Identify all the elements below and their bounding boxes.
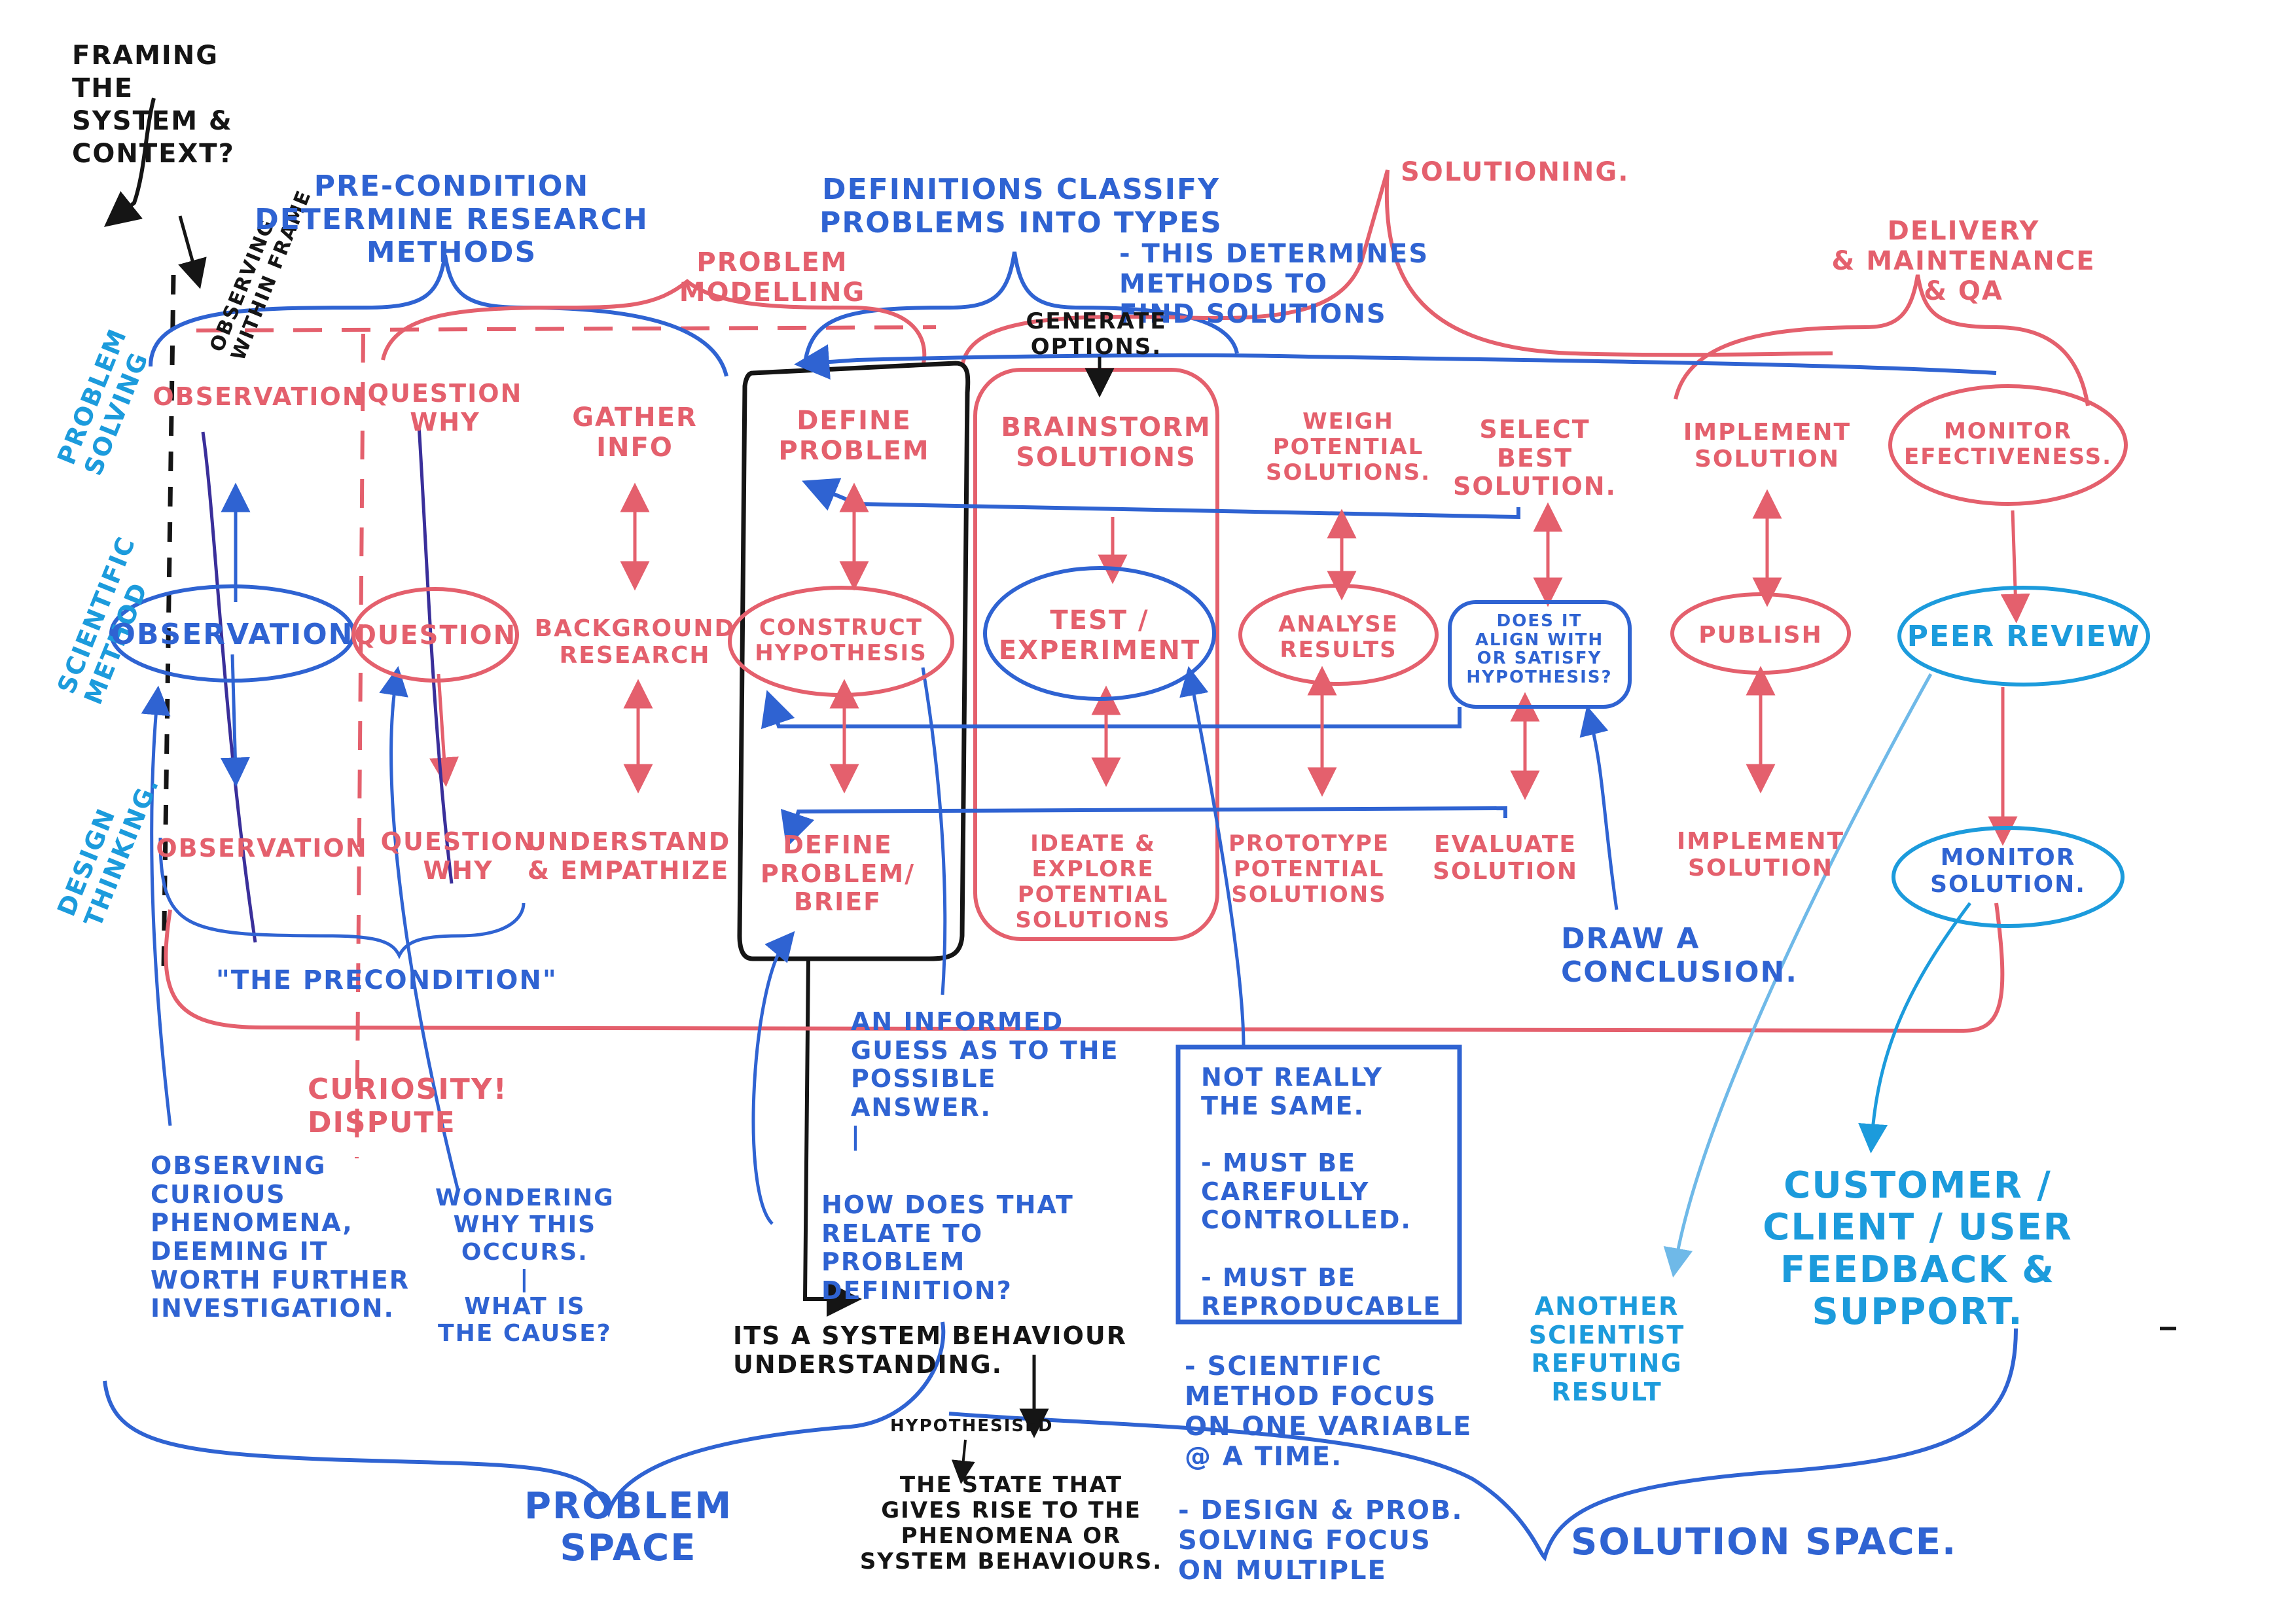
- header-determines: - THIS DETERMINES METHODS TO FIND SOLUTI…: [1119, 239, 1429, 329]
- ps-brainstorm-solutions: BRAINSTORM SOLUTIONS: [1001, 412, 1211, 473]
- wondering-why-note: WONDERING WHY THIS OCCURS. | WHAT IS THE…: [435, 1185, 615, 1347]
- brace-delivery: [1674, 274, 2090, 406]
- align-box: [1448, 600, 1632, 709]
- brace-definitions: [803, 251, 1239, 364]
- align-to-hypothesis-line: [761, 690, 1462, 730]
- framing-dashed-line: [161, 274, 176, 969]
- not-same-box: [1175, 1044, 1462, 1325]
- sm-construct-hypothesis: CONSTRUCT HYPOTHESIS: [755, 615, 927, 667]
- conclusion-to-align-curve: [1579, 705, 1619, 910]
- framing-note: FRAMING THE SYSTEM & CONTEXT?: [72, 41, 235, 169]
- question-to-note-curve: [379, 666, 460, 1192]
- sm-publish: PUBLISH: [1698, 622, 1823, 649]
- curiosity-dispute-note: CURIOSITY! DISPUTE: [308, 1073, 508, 1139]
- precondition-quote: "THE PRECONDITION": [216, 965, 558, 995]
- problem-space-label: PROBLEM SPACE: [524, 1485, 733, 1570]
- vertical-arrows-red: [429, 482, 2030, 846]
- state-gives-rise-note: THE STATE THAT GIVES RISE TO THE PHENOME…: [859, 1472, 1163, 1575]
- solution-space-brace: [948, 1328, 2018, 1561]
- sm-peer-review: PEER REVIEW: [1907, 620, 2141, 653]
- system-behaviour-note: ITS A SYSTEM BEHAVIOUR UNDERSTANDING.: [733, 1321, 1127, 1379]
- precondition-dashed-divider: [355, 333, 365, 1159]
- top-blue-connector: [794, 344, 1997, 380]
- dt-prototype-solutions: PROTOTYPE POTENTIAL SOLUTIONS: [1228, 830, 1390, 908]
- ps-implement-solution: IMPLEMENT SOLUTION: [1683, 419, 1852, 473]
- dt-observation: OBSERVATION: [156, 834, 368, 863]
- sm-question: QUESTION: [353, 620, 517, 651]
- dt-monitor-solution: MONITOR SOLUTION.: [1930, 844, 2086, 899]
- header-generate-options: GENERATE OPTIONS.: [1026, 308, 1167, 361]
- dt-evaluate-solution: EVALUATE SOLUTION: [1432, 831, 1579, 885]
- hypothesised-label: HYPOTHESISED: [890, 1416, 1054, 1436]
- evaluate-to-define-line: [780, 806, 1507, 848]
- ps-weigh-solutions: WEIGH POTENTIAL SOLUTIONS.: [1265, 408, 1431, 486]
- define-column-box: [737, 361, 971, 961]
- observing-curious-note: OBSERVING CURIOUS PHENOMENA, DEEMING IT …: [151, 1151, 410, 1323]
- hypothesis-to-guess-curve: [921, 667, 947, 995]
- solution-space-label: SOLUTION SPACE.: [1571, 1521, 1958, 1563]
- test-to-notreally-curve: [1179, 666, 1246, 1048]
- sm-observation: OBSERVATION: [111, 618, 354, 651]
- dt-ideate-explore: IDEATE & EXPLORE POTENTIAL SOLUTIONS: [1015, 830, 1171, 934]
- hypothesised-arrow: [951, 1439, 975, 1484]
- bottom-feedback-loop: [164, 902, 2005, 1033]
- sm-analyse-results: ANALYSE RESULTS: [1278, 611, 1399, 664]
- dt-question-why: QUESTION WHY: [380, 827, 536, 885]
- select-to-define-line: [802, 478, 1520, 520]
- precondition-bottom-brace: [158, 837, 526, 959]
- design-focus-note: - DESIGN & PROB. SOLVING FOCUS ON MULTIP…: [1178, 1495, 1463, 1586]
- left-column-arrows: [201, 425, 454, 943]
- relate-to-hypothesis-curve: [751, 931, 795, 1225]
- define-column-down-line: [802, 958, 862, 1317]
- ps-question-why: QUESTION WHY: [367, 379, 523, 437]
- sm-align-hypothesis: DOES IT ALIGN WITH OR SATISFY HYPOTHESIS…: [1466, 611, 1613, 687]
- sm-test-experiment: TEST / EXPERIMENT: [998, 605, 1201, 666]
- problem-space-brace: [103, 1321, 946, 1518]
- ps-monitor-effectiveness: MONITOR EFECTIVENESS.: [1903, 418, 2113, 471]
- brace-precondition: [149, 255, 728, 377]
- header-definitions: DEFINITIONS CLASSIFY PROBLEMS INTO TYPES: [819, 173, 1223, 240]
- brace-solutioning: [960, 169, 1833, 367]
- header-solutioning: SOLUTIONING.: [1401, 157, 1630, 187]
- framing-arrow: [103, 98, 156, 227]
- draw-conclusion-note: DRAW A CONCLUSION.: [1561, 922, 1799, 989]
- customer-feedback-note: CUSTOMER / CLIENT / USER FEEDBACK & SUPP…: [1763, 1164, 2073, 1334]
- ps-select-best-solution: SELECT BEST SOLUTION.: [1453, 415, 1617, 501]
- observation-to-note-curve: [141, 685, 172, 1126]
- ps-gather-info: GATHER INFO: [572, 402, 698, 463]
- dt-understand-empathize: UNDERSTAND & EMPATHIZE: [526, 827, 731, 885]
- science-row-ellipses: [109, 384, 2150, 928]
- header-precondition: PRE-CONDITION DETERMINE RESEARCH METHODS: [255, 169, 649, 270]
- not-same-note: NOT REALLY THE SAME. - MUST BE CAREFULLY…: [1201, 1063, 1442, 1321]
- relate-problem-note: HOW DOES THAT RELATE TO PROBLEM DEFINITI…: [821, 1190, 1074, 1306]
- ps-observation: OBSERVATION: [152, 382, 365, 411]
- precondition-dashed-top: [196, 325, 937, 332]
- dt-define-brief: DEFINE PROBLEM/ BRIEF: [760, 830, 916, 917]
- dt-implement-solution: IMPLEMENT SOLUTION: [1676, 828, 1845, 882]
- monitor-to-feedback: [1858, 902, 1972, 1154]
- ps-define-problem: DEFINE PROBLEM: [778, 406, 930, 466]
- frame-arrow-small: [178, 215, 207, 289]
- informed-guess-note: AN INFORMED GUESS AS TO THE POSSIBLE ANS…: [851, 1007, 1119, 1150]
- another-scientist-note: ANOTHER SCIENTIST REFUTING RESULT: [1528, 1292, 1685, 1407]
- scientific-focus-note: - SCIENTIFIC METHOD FOCUS ON ONE VARIABL…: [1185, 1351, 1473, 1472]
- peer-to-another-scientist: [1663, 673, 1933, 1278]
- sm-background-research: BACKGROUND RESEARCH: [534, 615, 736, 669]
- brace-problem-modelling: [381, 279, 927, 367]
- header-delivery: DELIVERY & MAINTENANCE & QA: [1831, 216, 2096, 306]
- header-problem-modelling: PROBLEM MODELLING: [679, 247, 866, 308]
